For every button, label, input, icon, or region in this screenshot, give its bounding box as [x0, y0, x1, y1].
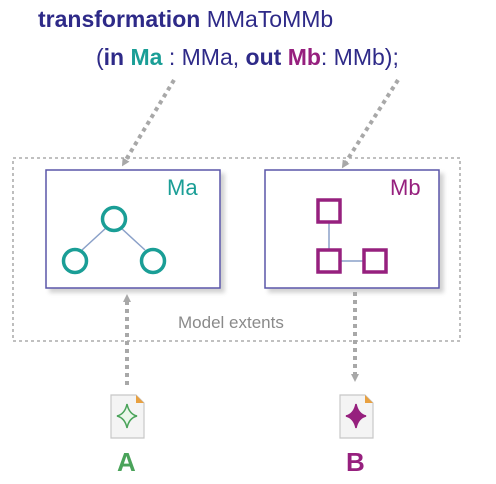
model-ma-label: Ma	[167, 175, 198, 200]
param-ma: Ma	[130, 44, 163, 70]
model-mb-label: Mb	[390, 175, 421, 200]
model-mb-box	[264, 169, 440, 289]
param-mb: Mb	[287, 44, 321, 70]
transformation-signature-line2: (in Ma : MMa, out Mb: MMb);	[96, 44, 399, 71]
document-b-icon	[339, 394, 374, 439]
open-paren: (	[96, 44, 104, 70]
param-ma-type: : MMa,	[162, 44, 246, 70]
keyword-out: out	[245, 44, 282, 70]
square-hierarchy-icon	[316, 198, 388, 274]
keyword-in: in	[103, 44, 125, 70]
model-extents-label: Model extents	[178, 313, 284, 332]
document-a-label: A	[117, 447, 136, 477]
keyword-transformation: transformation	[38, 6, 201, 32]
document-b-label: B	[346, 447, 365, 477]
transformation-name: MMaToMMb	[206, 6, 334, 32]
model-extents-region	[12, 157, 461, 342]
arrow-to-mb	[341, 78, 400, 169]
document-a-icon	[110, 394, 145, 439]
tree-graph-icon	[61, 205, 167, 275]
arrow-to-ma	[121, 78, 176, 167]
param-mb-type: : MMb);	[320, 44, 399, 70]
transformation-signature-line1: transformation MMaToMMb	[38, 6, 333, 33]
